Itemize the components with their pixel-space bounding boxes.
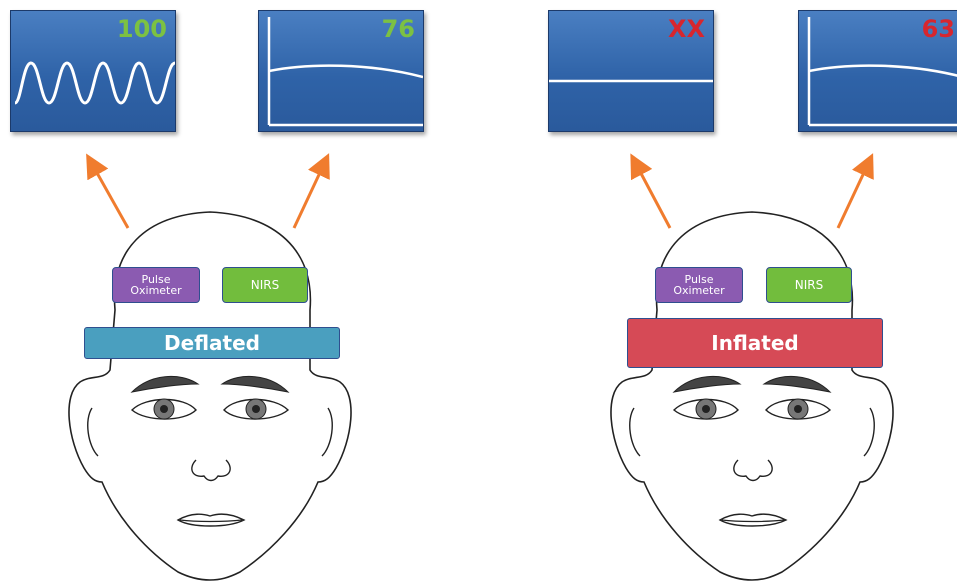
pulse-flatline — [549, 79, 713, 83]
nirs-trend — [267, 17, 423, 127]
pulse-waveform — [13, 61, 175, 105]
arrow-right-nirs — [836, 153, 874, 229]
arrow-left-nirs — [292, 153, 330, 229]
nirs-sensor-right: NIRS — [766, 267, 852, 303]
nirs-trend — [807, 17, 957, 127]
band-inflated: Inflated — [627, 318, 883, 368]
nirs-monitor-left: 76 — [258, 10, 424, 132]
arrow-left-pulse — [86, 153, 130, 229]
pulse-value: XX — [667, 15, 705, 43]
pulse-oximeter-monitor-left: 100 — [10, 10, 176, 132]
pulse-oximeter-monitor-right: XX — [548, 10, 714, 132]
pulse-value: 100 — [116, 15, 167, 43]
nirs-sensor-left: NIRS — [222, 267, 308, 303]
nirs-value: 63 — [921, 15, 955, 43]
pulse-oximeter-sensor-left: Pulse Oximeter — [112, 267, 200, 303]
nirs-value: 76 — [381, 15, 415, 43]
arrow-right-pulse — [630, 153, 672, 229]
pulse-oximeter-sensor-right: Pulse Oximeter — [655, 267, 743, 303]
head-left — [68, 211, 352, 581]
band-deflated: Deflated — [84, 327, 340, 359]
nirs-monitor-right: 63 — [798, 10, 957, 132]
